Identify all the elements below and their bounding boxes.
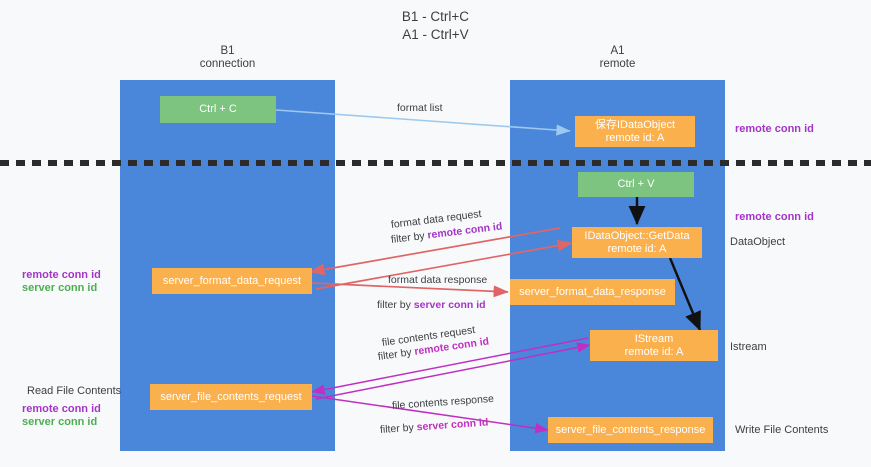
node-server-file-contents-request[interactable]: server_file_contents_request (150, 384, 312, 410)
label-remote-conn-id-top: remote conn id (735, 123, 814, 135)
column-header-a1: A1 remote (599, 45, 636, 70)
column-header-b1: B1 connection (199, 45, 256, 70)
label-istream: Istream (730, 341, 767, 353)
node-ctrl-c[interactable]: Ctrl + C (160, 96, 276, 123)
label-remote-conn-id-mid: remote conn id (735, 211, 814, 223)
filter-prefix: filter by (377, 299, 414, 311)
filter-key: server conn id (416, 416, 489, 434)
label-left-server-conn-id: server conn id (22, 282, 98, 294)
edge-label-file-contents-response: file contents response (392, 393, 495, 412)
edge-label-file-contents-response-text: file contents response (391, 392, 495, 412)
filter-prefix: filter by (390, 229, 429, 246)
filter-prefix: filter by (379, 421, 418, 436)
label-read-file-contents: Read File Contents (27, 385, 122, 397)
label-left-remote-conn-id: remote conn id (22, 269, 101, 281)
label-left-bottom-server-conn-id: server conn id (22, 416, 98, 428)
edge-label-format-data-response: format data response (388, 274, 487, 286)
edge-label-format-data-response-filter: filter by server conn id (377, 299, 486, 311)
label-dataobject: DataObject (730, 236, 786, 248)
label-write-file-contents: Write File Contents (735, 424, 829, 436)
label-left-bottom-remote-conn-id: remote conn id (22, 403, 101, 415)
node-server-format-data-request[interactable]: server_format_data_request (152, 268, 312, 294)
node-istream[interactable]: IStream remote id: A (590, 330, 718, 361)
phase-divider-dashed-line (0, 160, 871, 166)
node-server-format-data-response[interactable]: server_format_data_response (510, 279, 675, 305)
node-ctrl-v[interactable]: Ctrl + V (578, 172, 694, 197)
filter-key: server conn id (413, 299, 486, 311)
node-server-file-contents-response[interactable]: server_file_contents_response (548, 417, 713, 443)
edge-label-file-contents-response-filter: filter by server conn id (380, 416, 489, 436)
node-idataobject-getdata[interactable]: IDataObject::GetData remote id: A (572, 227, 702, 258)
node-save-idataobject[interactable]: 保存IDataObject remote id: A (575, 116, 695, 147)
diagram-title: B1 - Ctrl+C A1 - Ctrl+V (401, 9, 470, 42)
edge-label-format-list: format list (397, 102, 443, 114)
edge-label-format-data-response-text: format data response (388, 274, 488, 286)
